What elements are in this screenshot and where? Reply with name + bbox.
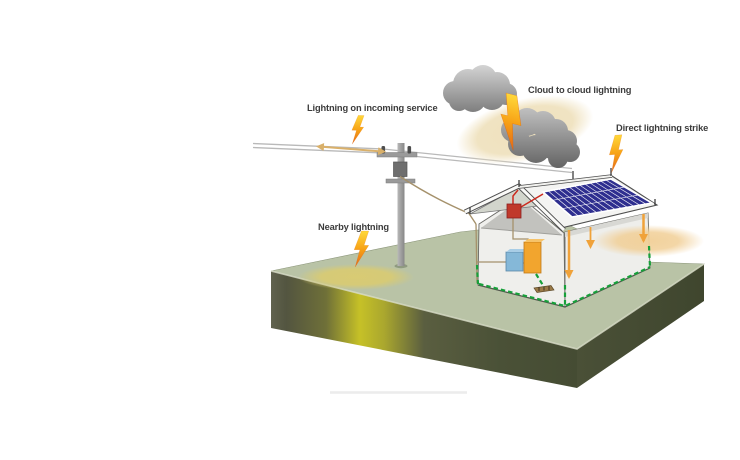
nearby-strike-glow bbox=[298, 264, 414, 290]
pole-mast bbox=[397, 143, 405, 266]
bolt-direct-strike-icon bbox=[609, 134, 624, 173]
solar-grid-line bbox=[605, 179, 647, 205]
current-arrows bbox=[564, 214, 648, 279]
bolt-cloud-to-cloud-icon bbox=[500, 92, 522, 151]
roof-rods bbox=[469, 168, 656, 214]
bolt-nearby-icon bbox=[353, 230, 369, 268]
eave-shadow bbox=[565, 213, 648, 237]
storm-cloud-upper bbox=[443, 65, 517, 112]
solar-grid-line bbox=[584, 183, 622, 209]
earthing-ring bbox=[475, 245, 652, 308]
earth-ring-left-corner bbox=[475, 264, 480, 285]
earth-busbar bbox=[533, 285, 555, 293]
pv-wire-ridge bbox=[512, 189, 519, 204]
pole-transformer bbox=[393, 161, 408, 177]
distribution-board-orange-box bbox=[523, 241, 542, 274]
pole-crossarm-lower bbox=[385, 178, 416, 184]
attic-interior bbox=[481, 199, 562, 235]
pv-wiring bbox=[512, 189, 544, 208]
platform-front-right-face bbox=[577, 264, 704, 388]
inverter-red-box bbox=[506, 203, 522, 219]
pv-wire-panel bbox=[520, 193, 544, 208]
solar-grid-line bbox=[553, 189, 585, 216]
platform-edge-highlight bbox=[270, 263, 705, 350]
platform-front-left-face bbox=[271, 271, 577, 388]
distribution-board-top-face bbox=[524, 239, 545, 242]
bolt-incoming-service-icon bbox=[351, 115, 365, 145]
ridge-cap bbox=[518, 175, 613, 188]
solar-grid-line bbox=[563, 187, 597, 213]
solar-grid-line bbox=[595, 181, 634, 207]
battery-blue-box bbox=[505, 251, 524, 272]
earth-ring-base bbox=[478, 266, 651, 308]
house bbox=[463, 168, 659, 308]
solar-grid-line bbox=[558, 188, 591, 215]
label-direct-strike: Direct lightning strike bbox=[616, 123, 708, 133]
battery-top-face bbox=[506, 249, 527, 252]
label-incoming-service: Lightning on incoming service bbox=[307, 103, 437, 113]
solar-grid-line bbox=[589, 182, 628, 208]
solar-grid-line bbox=[568, 186, 603, 212]
direct-strike-glow bbox=[592, 225, 704, 257]
solar-grid-line bbox=[574, 185, 610, 211]
solar-grid-line bbox=[552, 186, 625, 201]
label-cloud-to-cloud: Cloud to cloud lightning bbox=[528, 85, 632, 95]
earth-ring-right-corner bbox=[647, 245, 652, 268]
storm-cloud-lower bbox=[501, 108, 580, 168]
solar-grid-line bbox=[600, 180, 640, 206]
solar-grid bbox=[548, 179, 647, 217]
insulator-right-icon bbox=[407, 146, 412, 154]
solar-grid-line bbox=[579, 184, 616, 210]
ceiling-line bbox=[480, 227, 563, 236]
lightning-bolts bbox=[351, 92, 624, 268]
earth-wire-from-board bbox=[535, 273, 545, 288]
solar-grid-line bbox=[562, 194, 639, 210]
service-drop-wire bbox=[399, 175, 477, 225]
surge-direction-arrow bbox=[316, 142, 386, 156]
solar-grid-line bbox=[548, 190, 579, 217]
label-nearby: Nearby lightning bbox=[318, 222, 389, 232]
